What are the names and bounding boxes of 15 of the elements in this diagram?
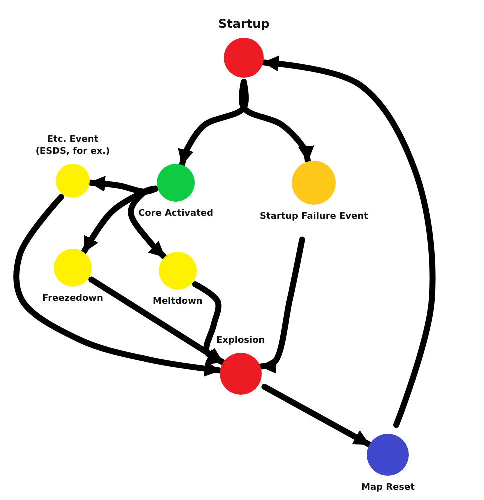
arrow xyxy=(258,236,306,374)
node-label: Meltdown xyxy=(153,296,203,308)
arrow xyxy=(262,384,372,448)
node-label: Map Reset xyxy=(362,482,415,494)
node-label: Freezedown xyxy=(42,293,104,306)
arrow xyxy=(192,281,226,366)
arrow xyxy=(128,186,168,260)
node-label: Etc. Event (ESDS, for ex.) xyxy=(34,134,112,158)
arrow xyxy=(239,79,314,164)
arrow xyxy=(261,56,436,428)
arrow xyxy=(14,194,222,377)
node-label: Explosion xyxy=(216,335,266,348)
node-label: Core Activated xyxy=(138,208,214,220)
node-label: Startup xyxy=(218,16,270,32)
node-label: Startup Failure Event xyxy=(260,211,368,224)
